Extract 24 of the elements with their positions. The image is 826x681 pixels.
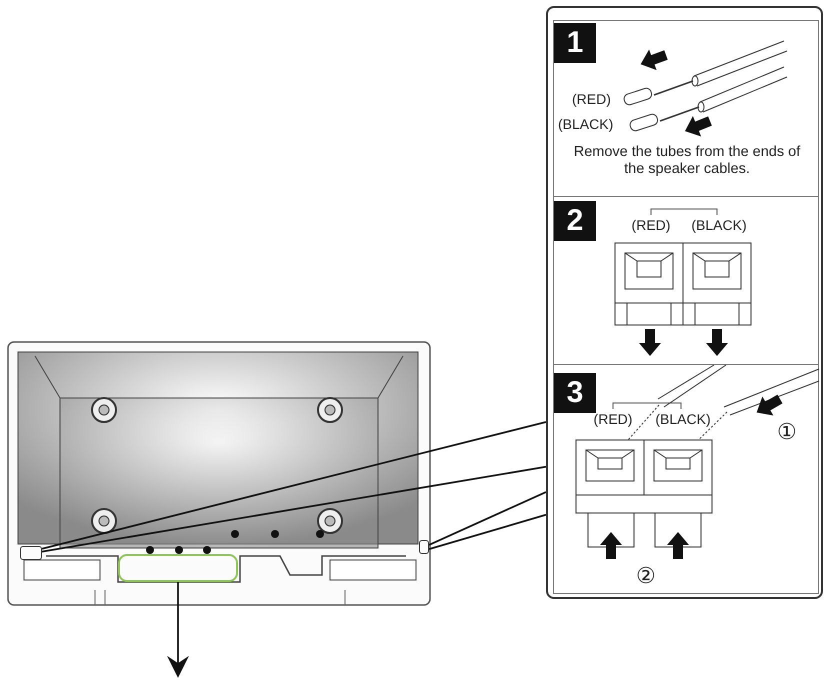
callout-number: ①	[776, 420, 798, 444]
step-panel	[553, 20, 819, 196]
highlight-frame	[118, 554, 238, 582]
instruction-panel	[546, 6, 823, 599]
step-number: 1	[554, 23, 596, 63]
step-number: 2	[554, 201, 596, 241]
leader-line	[42, 421, 546, 550]
step-panel	[553, 196, 819, 364]
step-number: 3	[554, 373, 596, 413]
callout-number: ②	[635, 564, 657, 588]
wire-color-label: (RED)	[572, 91, 611, 107]
wire-color-label: (BLACK)	[654, 411, 712, 427]
arrow	[167, 582, 189, 678]
leader-line	[42, 466, 546, 552]
speaker-terminal	[20, 546, 42, 560]
leader-line	[428, 491, 546, 546]
speaker-terminal	[419, 540, 429, 554]
step-panel	[553, 364, 819, 594]
wire-color-label: (RED)	[592, 411, 634, 427]
leader-line	[428, 514, 546, 550]
wire-color-label: (BLACK)	[690, 217, 748, 233]
wire-color-label: (BLACK)	[558, 116, 614, 132]
instruction-text: Remove the tubes from the ends of the speaker cables.	[572, 144, 802, 178]
wire-color-label: (RED)	[630, 217, 672, 233]
